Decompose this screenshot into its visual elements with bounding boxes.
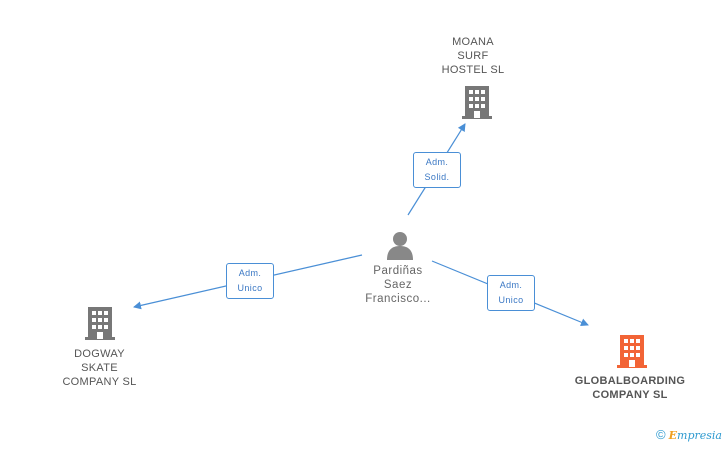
person-icon[interactable] bbox=[385, 230, 415, 260]
role-badge-dogway[interactable]: Adm. Unico bbox=[226, 263, 274, 299]
company-label-moana[interactable]: MOANA SURF HOSTEL SL bbox=[441, 36, 505, 76]
building-icon[interactable] bbox=[461, 84, 493, 120]
role-badge-moana[interactable]: Adm. Solid. bbox=[413, 152, 461, 188]
brand-watermark: © Empresia bbox=[656, 427, 722, 442]
company-label-globalboarding[interactable]: GLOBALBOARDING COMPANY SL bbox=[574, 375, 686, 401]
copyright-icon: © bbox=[655, 427, 666, 442]
person-label[interactable]: Pardiñas Saez Francisco... bbox=[365, 265, 431, 305]
role-badge-globalboarding[interactable]: Adm. Unico bbox=[487, 275, 535, 311]
company-label-dogway[interactable]: DOGWAY SKATE COMPANY SL bbox=[62, 348, 137, 388]
building-icon[interactable] bbox=[616, 333, 648, 369]
building-icon[interactable] bbox=[84, 305, 116, 341]
brand-name: Empresia bbox=[668, 429, 722, 442]
